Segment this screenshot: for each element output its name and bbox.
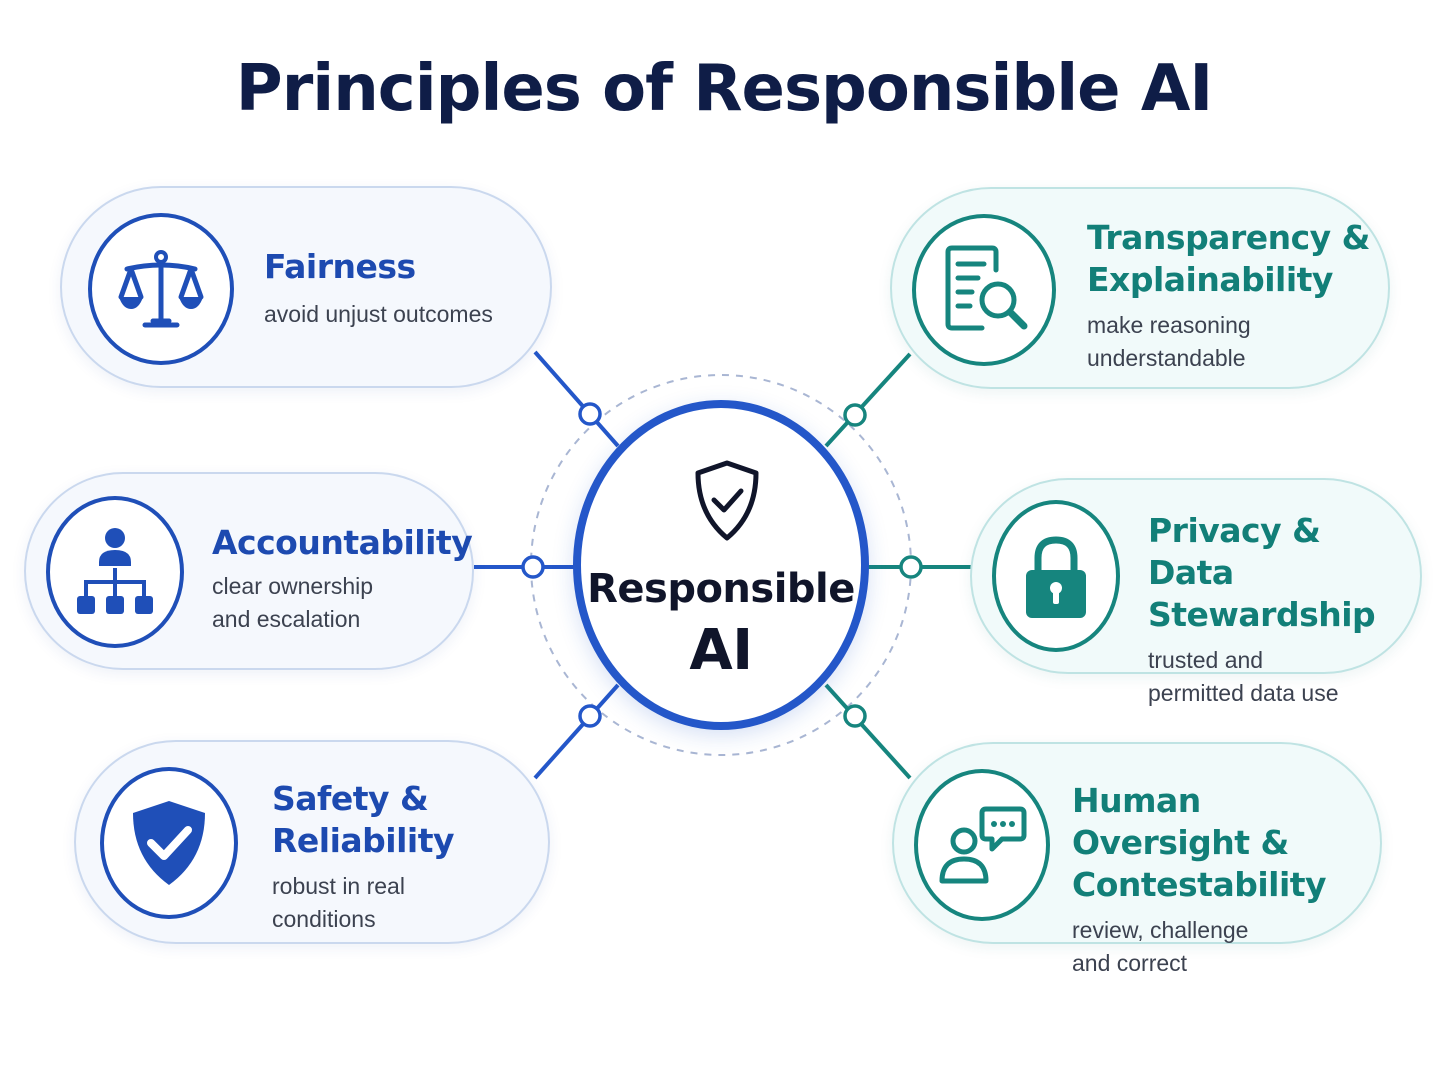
principle-title: Human Oversight & Contestability [1072, 780, 1380, 906]
principle-description: robust in real conditions [272, 870, 454, 936]
principle-description-line: clear ownership [212, 573, 374, 599]
connector-fairness [533, 350, 620, 448]
card-transparency-explainability: Transparency & Explainability make reaso… [890, 187, 1390, 389]
principle-title-line: Safety & [272, 779, 429, 818]
page-title: Principles of Responsible AI [235, 52, 1213, 126]
center-label: Responsible AI [581, 558, 861, 682]
person-chat-icon [914, 769, 1050, 921]
lock-icon [992, 500, 1120, 652]
principle-title: Safety & Reliability [272, 778, 455, 862]
principle-description-line: understandable [1087, 345, 1246, 371]
principle-title: Accountability [212, 523, 473, 562]
scales-icon [88, 213, 234, 365]
card-fairness: Fairness avoid unjust outcomes [60, 186, 552, 388]
center-label-line2: AI [689, 618, 753, 683]
principle-description-line: robust in real [272, 873, 405, 899]
principle-title-line: Explainability [1087, 260, 1333, 299]
shield-check-icon [692, 458, 762, 549]
principle-description-line: and escalation [212, 606, 361, 632]
center-hub: Responsible AI [573, 400, 869, 730]
connector-node-accountability [521, 555, 545, 579]
connector-transparency [824, 352, 912, 448]
principle-description: trusted and permitted data use [1148, 644, 1420, 710]
principle-title: Fairness [264, 247, 416, 286]
connector-node-oversight [843, 704, 867, 728]
card-safety-reliability: Safety & Reliability robust in real cond… [74, 740, 550, 944]
principle-title-line: Reliability [272, 821, 455, 860]
card-human-oversight-contestability: Human Oversight & Contestability review,… [892, 742, 1382, 976]
connector-node-privacy [899, 555, 923, 579]
card-privacy-data-stewardship: Privacy & Data Stewardship trusted and p… [970, 478, 1422, 706]
card-accountability: Accountability clear ownership and escal… [24, 472, 474, 670]
principle-title-line: Transparency & [1087, 218, 1370, 257]
principle-title-line: Human Oversight & [1072, 781, 1289, 862]
connector-oversight [824, 683, 912, 780]
org-chart-icon [46, 496, 184, 648]
principle-title-line: Privacy & [1148, 511, 1321, 550]
connector-node-safety [578, 704, 602, 728]
center-label-line1: Responsible [587, 566, 855, 612]
shield-check-icon [100, 767, 238, 919]
principle-description-line: trusted and [1148, 647, 1264, 673]
principle-description-line: review, challenge [1072, 917, 1249, 943]
principle-description-line: permitted data use [1148, 680, 1339, 706]
principle-description: clear ownership and escalation [212, 570, 472, 636]
document-search-icon [912, 214, 1056, 366]
principle-description: review, challenge and correct [1072, 914, 1380, 980]
principle-title: Privacy & Data Stewardship [1148, 510, 1420, 636]
principle-title-line: Contestability [1072, 865, 1327, 904]
principle-description-line: conditions [272, 906, 376, 932]
principle-description: make reasoning understandable [1087, 309, 1370, 375]
connector-node-transparency [843, 403, 867, 427]
principle-description: avoid unjust outcomes [264, 301, 493, 327]
principle-description-line: make reasoning [1087, 312, 1251, 338]
connector-safety [533, 683, 620, 780]
principle-title: Transparency & Explainability [1087, 217, 1370, 301]
connector-node-fairness [578, 402, 602, 426]
principle-title-line: Data Stewardship [1148, 553, 1376, 634]
principle-description-line: and correct [1072, 950, 1188, 976]
